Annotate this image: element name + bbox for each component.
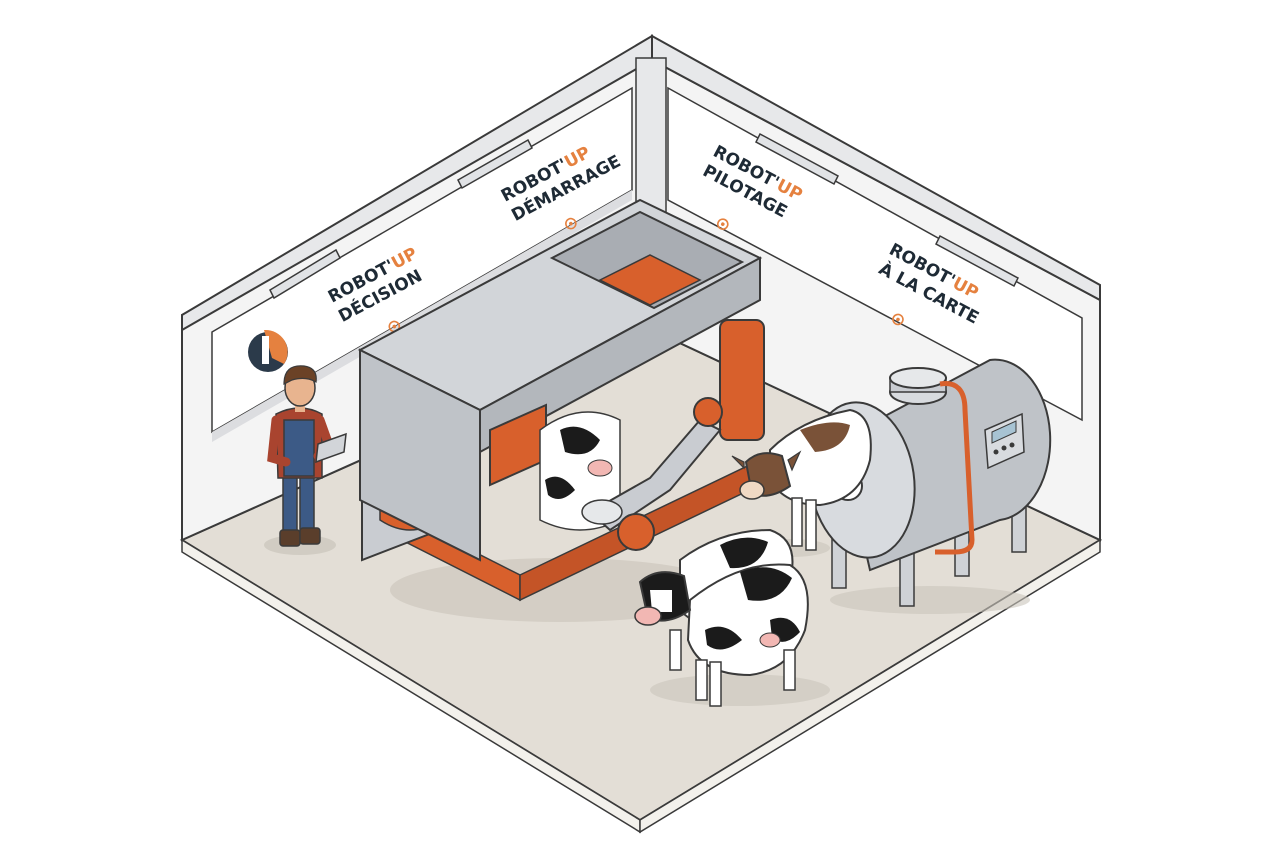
brown-cow <box>731 408 872 557</box>
tank-control-panel <box>984 412 1025 470</box>
milking-robot <box>357 198 765 622</box>
brand-logo-icon <box>248 329 288 372</box>
target-icon <box>716 218 729 230</box>
target-icon <box>892 313 904 326</box>
holstein-cows <box>634 528 830 707</box>
farmer <box>264 365 347 555</box>
target-icon <box>565 217 577 230</box>
